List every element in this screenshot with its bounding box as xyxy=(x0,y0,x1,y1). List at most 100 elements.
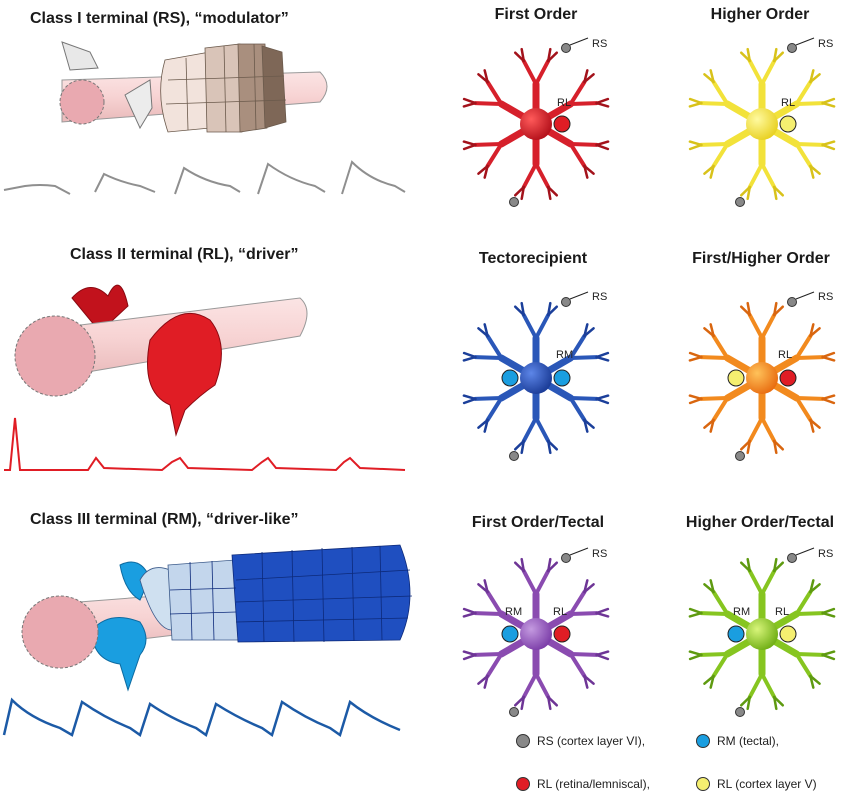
dendrite-twig xyxy=(821,653,836,661)
dendrite-branch xyxy=(699,101,730,106)
dendrite-branch xyxy=(760,313,777,340)
dendrite-branch xyxy=(794,652,825,657)
dendrite-twig xyxy=(477,674,489,685)
center-left-label-first-order-tectal: RM xyxy=(505,606,523,618)
dendrite-branch xyxy=(568,396,599,401)
dendrite-twig xyxy=(772,185,778,201)
dendrite-branch xyxy=(794,334,813,360)
dendrite-twig xyxy=(583,583,595,594)
dendrite-twig xyxy=(462,607,477,615)
dendrite-twig xyxy=(520,301,526,317)
dendrite-twig xyxy=(595,611,610,618)
soma xyxy=(746,108,778,140)
dendrite-branch xyxy=(568,334,587,360)
dendrite-branch xyxy=(521,162,538,189)
rs-synapse-dot xyxy=(561,43,571,53)
neuron-4 xyxy=(688,291,836,461)
dendrite-branch xyxy=(534,416,551,443)
dendrite-branch xyxy=(568,142,587,168)
synapse-dot xyxy=(727,625,745,643)
center-right-label-higher-order-tectal: RL xyxy=(775,606,790,618)
dendrite-twig xyxy=(546,439,552,455)
dendrite-branch xyxy=(711,396,730,422)
dendrite-branch xyxy=(794,142,825,147)
dendrite-twig xyxy=(595,143,610,151)
dendrite-twig xyxy=(688,351,703,359)
dendrite-branch xyxy=(760,162,777,189)
dendrite-branch xyxy=(747,416,764,443)
dendrite-twig xyxy=(583,73,595,84)
rs-synapse-dot xyxy=(787,553,797,563)
dendrite-branch xyxy=(485,142,504,168)
dendrite-twig xyxy=(821,101,836,108)
dendrite-branch xyxy=(534,569,551,596)
dendrite-twig xyxy=(772,51,785,63)
dendrite-twig xyxy=(809,73,821,84)
dendrite-twig xyxy=(821,355,836,362)
dendrite-twig xyxy=(595,653,610,661)
dendrite-branch xyxy=(747,313,764,340)
dendrite-twig xyxy=(772,439,778,455)
rs-synapse-dot-lower xyxy=(735,451,745,461)
dendrite-branch xyxy=(485,396,504,422)
legend-label-rl-retina: RL (retina/lemniscal), xyxy=(537,777,650,791)
dendrite-twig xyxy=(688,97,703,105)
dendrite-twig xyxy=(772,561,785,573)
dendrite-twig xyxy=(709,579,715,594)
rs-synapse-dot-lower xyxy=(509,707,519,717)
dendrite-twig xyxy=(583,164,589,179)
dendrite-twig xyxy=(483,69,489,84)
dendrite-branch xyxy=(485,80,504,106)
rs-synapse-dot xyxy=(561,553,571,563)
dendrite-branch xyxy=(568,396,587,422)
soma xyxy=(746,362,778,394)
dendrite-twig xyxy=(739,185,752,197)
rs-synapse-dot-lower xyxy=(735,197,745,207)
dendrite-twig xyxy=(483,579,489,594)
rs-label-tectorecipient: RS xyxy=(592,291,608,303)
dendrite-branch xyxy=(534,162,551,189)
synapse-dot xyxy=(779,115,797,133)
rs-label-higher-order: RS xyxy=(818,38,834,50)
dendrite-branch xyxy=(760,59,777,86)
soma xyxy=(520,108,552,140)
legend-item-rs: RS (cortex layer VI), xyxy=(516,734,645,748)
neuron-6 xyxy=(688,547,836,717)
dendrite-branch xyxy=(794,396,825,401)
synapse-dot xyxy=(553,369,571,387)
dendrite-branch xyxy=(747,59,764,86)
dendrite-twig xyxy=(595,355,610,362)
red-dot-icon xyxy=(516,777,530,791)
dendrite-twig xyxy=(520,557,526,573)
dendrite-twig xyxy=(703,164,715,175)
dendrite-branch xyxy=(568,355,599,360)
dendrite-twig xyxy=(821,397,836,405)
dendrite-twig xyxy=(821,611,836,618)
neuron-3 xyxy=(462,291,610,461)
terminal-title-class-1: Class I terminal (RS), “modulator” xyxy=(30,10,289,27)
dendrite-branch xyxy=(521,672,538,699)
dendrite-twig xyxy=(513,185,526,197)
dendrite-twig xyxy=(772,695,778,711)
dendrite-branch xyxy=(699,611,730,616)
rs-pointer-line xyxy=(795,547,815,556)
dendrite-branch xyxy=(473,101,504,106)
dendrite-branch xyxy=(794,80,813,106)
terminal-title-class-2: Class II terminal (RL), “driver” xyxy=(70,246,299,263)
rs-pointer-line xyxy=(569,547,589,556)
soma xyxy=(746,618,778,650)
dendrite-twig xyxy=(546,561,559,573)
dendrite-twig xyxy=(709,69,715,84)
dendrite-twig xyxy=(462,97,477,105)
terminal-title-class-3: Class III terminal (RM), “driver-like” xyxy=(30,511,299,528)
dendrite-branch xyxy=(794,611,825,616)
dendrite-branch xyxy=(568,652,599,657)
dendrite-twig xyxy=(546,695,552,711)
rs-label-first-order-tectal: RS xyxy=(592,548,608,560)
dendrite-branch xyxy=(794,142,813,168)
dendrite-twig xyxy=(520,47,526,63)
synapse-dot xyxy=(501,625,519,643)
dendrite-twig xyxy=(809,418,815,433)
dendrite-branch xyxy=(534,672,551,699)
